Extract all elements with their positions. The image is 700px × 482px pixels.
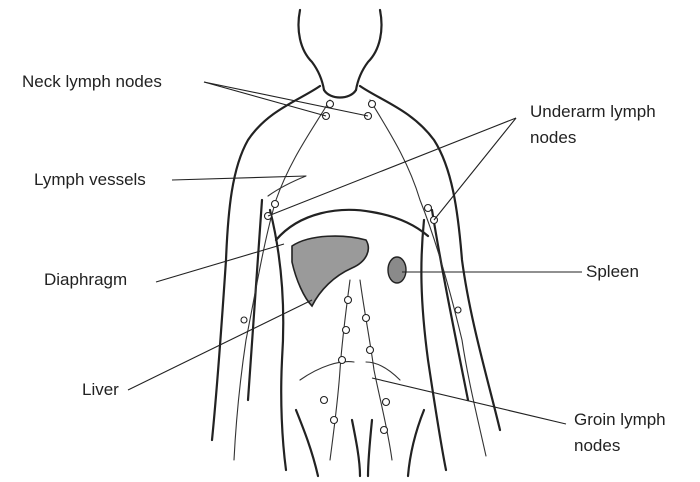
- leader-underarm-left: [268, 118, 516, 216]
- leader-neck-left: [204, 82, 326, 116]
- label-underarm-lymph-line1: Underarm lymph: [530, 100, 656, 124]
- lymph-vessel-pelvis: [300, 362, 400, 380]
- left-leg: [296, 410, 318, 476]
- right-leg: [408, 410, 424, 476]
- label-groin-lymph-line1: Groin lymph: [574, 408, 666, 432]
- lymph-vessel-central: [330, 280, 350, 460]
- label-spleen: Spleen: [586, 260, 639, 284]
- label-underarm-lymph-line2: nodes: [530, 126, 576, 150]
- left-inner-arm: [248, 200, 262, 400]
- inner-legs: [352, 420, 372, 476]
- left-torso: [270, 210, 286, 470]
- neck-outline: [324, 90, 356, 98]
- leader-groin: [372, 378, 566, 424]
- liver-shape: [292, 236, 368, 306]
- label-neck-lymph-nodes: Neck lymph nodes: [22, 70, 162, 94]
- leader-liver: [128, 300, 312, 390]
- label-groin-lymph-line2: nodes: [574, 434, 620, 458]
- leader-vessels: [172, 176, 306, 180]
- label-lymph-vessels: Lymph vessels: [34, 168, 146, 192]
- lymph-vessel-chest-left: [268, 176, 306, 196]
- diaphragm-outline: [276, 210, 428, 240]
- spleen-shape: [388, 257, 406, 283]
- lymph-vessel-central-2: [360, 280, 392, 460]
- right-torso: [421, 220, 446, 470]
- right-inner-arm: [432, 210, 468, 400]
- label-diaphragm: Diaphragm: [44, 268, 127, 292]
- leader-diaphragm: [156, 244, 284, 282]
- leader-neck-right: [204, 82, 368, 116]
- head-outline: [299, 10, 382, 90]
- label-liver: Liver: [82, 378, 119, 402]
